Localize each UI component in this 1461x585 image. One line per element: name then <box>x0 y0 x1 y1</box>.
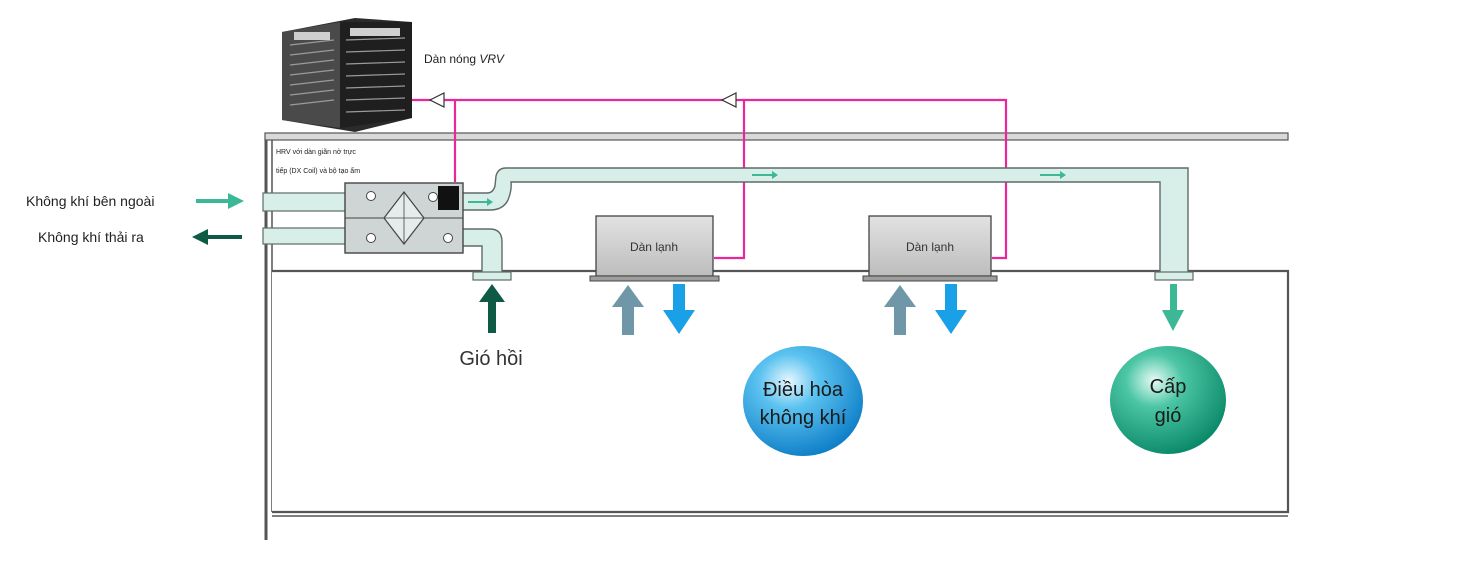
check-valve-1 <box>428 92 445 108</box>
check-valve-2 <box>720 92 737 108</box>
indoor-unit-2 <box>862 215 998 282</box>
return-air-duct <box>461 228 512 281</box>
hrv-label-line2: tiếp (DX Coil) và bộ tạo ẩm <box>276 166 360 175</box>
air-conditioning-label-line1: Điều hòa <box>763 379 844 401</box>
indoor-unit-1 <box>589 215 720 282</box>
duct-flow-arrows <box>468 171 1066 206</box>
hrv-unit <box>344 182 464 254</box>
return-air-arrow <box>479 284 505 333</box>
outside-air-inlet-duct <box>262 192 348 212</box>
supply-duct <box>461 167 1194 281</box>
supply-air-label-line2: gió <box>1155 405 1182 427</box>
exhaust-duct <box>262 227 348 245</box>
supply-air-bubble <box>1110 346 1226 454</box>
indoor-unit-2-label: Dàn lạnh <box>906 240 954 254</box>
outside-air-arrow <box>196 193 244 209</box>
air-conditioning-bubble <box>743 346 863 456</box>
outside-air-label: Không khí bên ngoài <box>26 193 154 209</box>
hrv-label-line1: HRV với dàn giãn nở trực <box>276 148 356 156</box>
exhaust-air-arrow <box>192 229 242 245</box>
indoor-unit-2-return-arrow <box>884 285 916 335</box>
indoor-unit-1-label: Dàn lạnh <box>630 240 678 254</box>
supply-air-arrow <box>1162 284 1184 331</box>
indoor-unit-1-supply-arrow <box>663 284 695 334</box>
indoor-unit-1-return-arrow <box>612 285 644 335</box>
air-conditioning-label-line2: không khí <box>760 407 847 429</box>
indoor-unit-2-supply-arrow <box>935 284 967 334</box>
outdoor-unit <box>282 18 412 132</box>
supply-air-label-line1: Cấp <box>1150 376 1187 398</box>
exhaust-air-label: Không khí thải ra <box>38 229 144 245</box>
outdoor-unit-label: Dàn nóng VRV <box>424 52 505 66</box>
return-air-label: Gió hồi <box>459 348 522 370</box>
